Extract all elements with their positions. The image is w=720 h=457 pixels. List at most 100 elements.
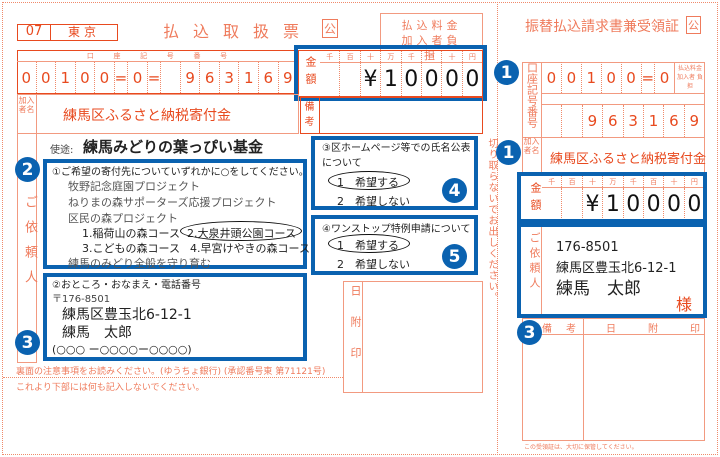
one-stop-option-no[interactable]: 2 希望しない <box>337 258 410 271</box>
receipt-account-digit: 6 <box>663 105 683 137</box>
project-option[interactable]: 練馬のみどり全般を守り育む <box>68 257 211 270</box>
account-digit: 6 <box>258 62 278 93</box>
receipt-amount-header: 千 <box>622 176 643 187</box>
receipt-account-digit: 9 <box>581 105 602 137</box>
receipt-account-digit: 3 <box>622 105 643 137</box>
receipt-stamp-box <box>522 318 705 441</box>
step-badge-5: 5 <box>442 244 467 269</box>
amount-box <box>298 50 483 97</box>
amount-header: 十 <box>441 51 461 62</box>
requester-label: ご依頼人 <box>22 195 37 295</box>
receipt-amount-header: 円 <box>683 176 704 187</box>
receipt-amount-headers: 千百十万千百十円 <box>542 176 704 188</box>
amount-header: 百 <box>339 51 359 62</box>
account-digit <box>160 62 180 93</box>
amount-digit: 1 <box>380 63 400 96</box>
amount-header: 千 <box>400 51 421 62</box>
selection-circle <box>328 171 410 190</box>
project-option[interactable]: 区民の森プロジェクト <box>68 212 178 225</box>
date-stamp-box <box>343 281 483 393</box>
amount-digit: ¥ <box>359 63 380 96</box>
account-digit: 0 <box>94 62 114 93</box>
receipt-account-digit <box>542 105 561 137</box>
publication-question: ③区ホームページ等での氏名公表について <box>322 143 471 169</box>
one-stop-section <box>311 215 478 275</box>
amount-header: 十 <box>359 51 380 62</box>
receipt-amount-digit: 1 <box>602 188 622 220</box>
account-digit: 0 <box>127 62 147 93</box>
receipt-requester-highlight <box>517 223 707 318</box>
receipt-payee-label: 加入者名 <box>522 137 542 173</box>
receipt-amount-header: 十 <box>581 176 602 187</box>
amount-digit <box>339 63 359 96</box>
date-stamp-label-column <box>343 281 363 393</box>
purpose-value: 練馬みどりの葉っぴい基金 <box>83 138 264 156</box>
receipt-postal-code: 176-8501 <box>556 240 619 255</box>
back-notice: 裏面の注意事項をお読みください。(ゆうちょ銀行) (承認番号東 第71121号) <box>16 367 326 377</box>
receipt-amount-digit: 0 <box>663 188 683 220</box>
no-write-notice: これより下部には何も記入しないでください。 <box>16 383 205 393</box>
selection-circle <box>328 234 410 253</box>
amount-header: 千 <box>326 52 334 61</box>
receipt-account-digit: 1 <box>642 105 663 137</box>
amount-header: 百 <box>420 51 441 62</box>
receipt-title-mark: 公 <box>686 16 701 34</box>
requester-name: 練馬 太郎 <box>62 325 132 341</box>
receipt-account-digit: 9 <box>683 105 704 137</box>
region-name: 東京 <box>50 24 118 41</box>
payee-box <box>17 94 299 134</box>
form-title: 払込取扱票 <box>163 22 314 41</box>
account-header-char: 号 <box>166 52 174 60</box>
receipt-name: 練馬 太郎 <box>556 279 641 299</box>
amount-highlight <box>294 45 487 101</box>
receipt-requester-label: ご依頼人 <box>528 232 541 292</box>
date-stamp-label: 日附印 <box>349 285 362 378</box>
receipt-amount-digit: ¥ <box>581 188 602 220</box>
course-option[interactable]: 4.早宮けやきの森コース <box>190 242 310 255</box>
one-stop-question: ④ワンストップ特例申請について <box>322 224 471 235</box>
account-digit: 0 <box>35 62 56 93</box>
account-header-char: 記 <box>140 52 148 60</box>
account-header-char: 座 <box>113 52 121 60</box>
receipt-account-digit <box>561 105 581 137</box>
receipt-fee-label: 払込料金 加入者 負担 <box>674 62 705 93</box>
postal-code: 〒176-8501 <box>52 294 111 305</box>
purpose-label: 使途: <box>50 145 74 156</box>
account-digit: 9 <box>179 62 200 93</box>
publication-option-no[interactable]: 2 希望しない <box>337 195 410 208</box>
account-digit: 6 <box>199 62 219 93</box>
step-badge-1: 1 <box>494 60 519 85</box>
amount-header: 円 <box>461 51 482 62</box>
receipt-payee-name: 練馬区ふるさと納税寄付金 <box>550 152 707 167</box>
receipt-address: 練馬区豊玉北6-12-1 <box>556 261 677 276</box>
title-mark: 公 <box>322 19 339 38</box>
receipt-stamp-label: 日附印 <box>606 324 720 335</box>
project-option[interactable]: ねりまの森サポーターズ応援プロジェクト <box>68 196 277 209</box>
account-digit: 3 <box>218 62 239 93</box>
project-option[interactable]: 牧野記念庭園プロジェクト <box>68 180 200 193</box>
requester-column <box>17 133 37 363</box>
step-badge-4: 4 <box>442 178 467 203</box>
selection-circle <box>180 221 302 241</box>
course-option[interactable]: 1.稲荷山の森コース <box>82 227 180 240</box>
amount-digit: 0 <box>461 63 482 96</box>
address: 練馬区豊玉北6-12-1 <box>62 307 192 323</box>
receipt-keep-notice: この受領証は、大切に保管してください。 <box>524 444 638 451</box>
receipt-account-label: 口座記号番号 <box>522 62 542 138</box>
step-badge-2: 2 <box>15 157 40 182</box>
step-badge-1: 1 <box>496 140 521 165</box>
account-header-char: 番 <box>193 52 201 60</box>
receipt-amount-label: 金額 <box>529 182 542 216</box>
account-digit: = <box>113 62 127 93</box>
receipt-account-digit: 1 <box>580 62 601 93</box>
donation-target-section <box>43 159 307 269</box>
amount-header: 万 <box>380 51 400 62</box>
course-option[interactable]: 3.こどもの森コース <box>82 242 180 255</box>
region-code: 07 <box>17 24 51 41</box>
amount-digit: 0 <box>441 63 461 96</box>
receipt-amount-digit <box>561 188 581 220</box>
account-header-char: 口 <box>86 52 94 60</box>
